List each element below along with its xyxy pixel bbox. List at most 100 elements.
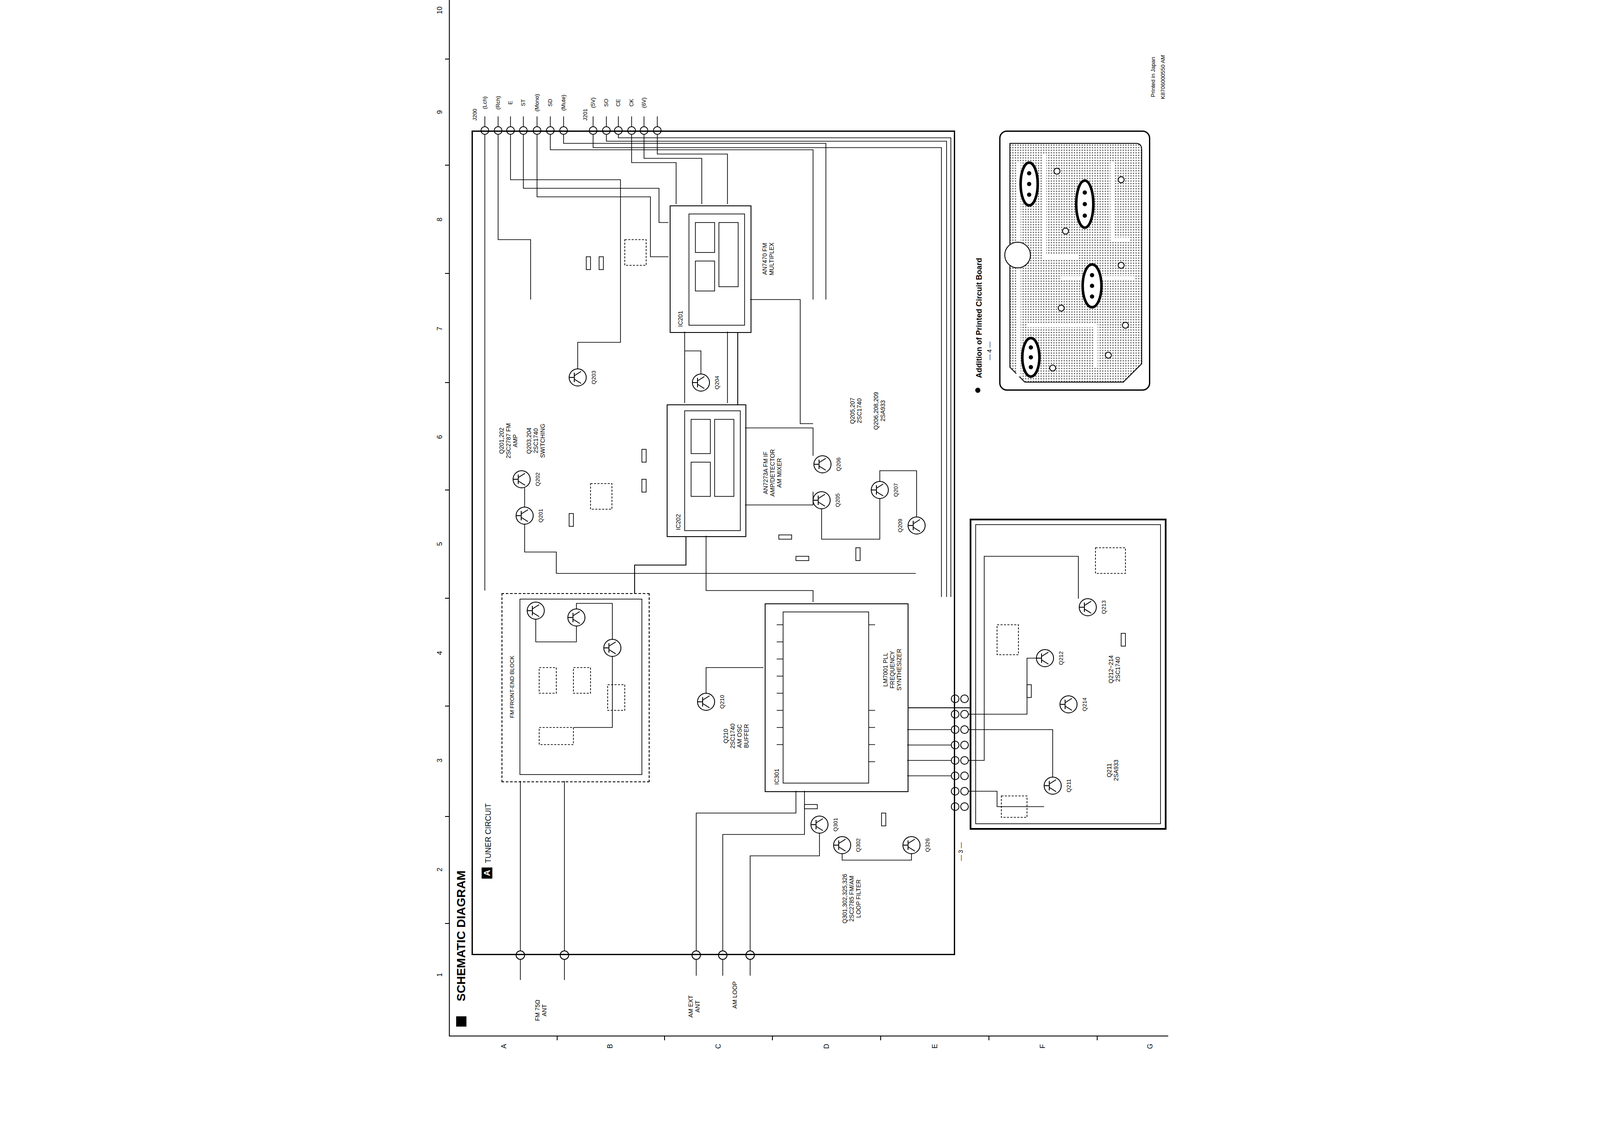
ic-body <box>975 524 1161 824</box>
terminal-label: FM 75Ω ANT <box>534 996 548 1025</box>
pin-label: SO <box>603 97 610 108</box>
page-number: — 4 — <box>985 340 993 362</box>
pin-label: CK <box>628 97 636 108</box>
connector-pin <box>951 756 959 765</box>
pcb-artwork <box>1004 242 1031 268</box>
pcb-artwork <box>1018 154 1134 377</box>
ic-body <box>695 222 715 253</box>
transistor-symbol <box>603 639 621 657</box>
grid-reference: B <box>606 1043 615 1050</box>
heading-bullet <box>975 387 981 393</box>
pcb-artwork <box>1089 283 1095 288</box>
coil-symbol <box>997 624 1019 655</box>
resistor-symbol <box>641 449 647 463</box>
callout-number: Q207 <box>893 482 900 498</box>
connector-pin <box>960 741 969 749</box>
pin-label: E <box>507 100 514 106</box>
wire <box>520 780 565 951</box>
grid-reference: 2 <box>436 866 444 873</box>
wire <box>524 524 557 574</box>
connector-pin <box>960 802 969 811</box>
wire <box>556 572 916 574</box>
transistor-symbol <box>513 470 531 488</box>
coil-symbol <box>539 727 574 745</box>
pin-label: CE <box>615 97 622 108</box>
connector-pin <box>951 694 959 703</box>
wire <box>498 134 531 300</box>
ic-body <box>695 261 715 291</box>
part-note: Q211 2SA933 <box>1105 754 1120 787</box>
callout-number: Q203 <box>590 369 598 386</box>
transistor-symbol <box>569 368 587 386</box>
wire <box>842 853 912 861</box>
pin-label: (Lch) <box>481 95 489 110</box>
grid-ruler <box>445 0 1169 1041</box>
transistor-symbol <box>813 491 831 509</box>
pcb-artwork <box>1022 338 1040 377</box>
wire <box>484 116 1079 980</box>
grid-ruler <box>445 59 450 924</box>
grid-reference: 5 <box>436 541 444 547</box>
connector-pin <box>691 950 701 960</box>
callout-number: Q301 <box>832 816 840 833</box>
print-note: Printed in Japan <box>1150 56 1157 98</box>
callout-number: Q210 <box>719 694 726 710</box>
pin-label: (Rch) <box>495 94 502 111</box>
ic-reference: IC201 <box>676 309 684 328</box>
wire <box>821 498 880 540</box>
wire <box>631 134 677 205</box>
connector-pin <box>951 787 959 796</box>
connector-pin <box>960 710 969 719</box>
resistor-symbol <box>569 513 574 527</box>
connector-pin <box>951 710 959 719</box>
wire <box>644 134 702 205</box>
transistor-symbol <box>1059 695 1078 713</box>
transistor-symbol <box>567 608 585 627</box>
resistor-symbol <box>641 479 647 493</box>
pin-label: (5V) <box>590 96 597 110</box>
wire <box>550 134 814 300</box>
pcb-artwork <box>1009 143 1142 383</box>
pcb-artwork <box>1105 352 1112 359</box>
wire <box>484 116 658 127</box>
grid-reference: 6 <box>436 434 444 440</box>
part-note: Q205,207 2SC1740 <box>848 390 863 431</box>
grid-reference: 4 <box>436 650 444 657</box>
callout-number: Q211 <box>1065 778 1073 794</box>
pcb-artwork <box>1089 273 1095 278</box>
pcb-artwork <box>1027 192 1032 197</box>
ic-body <box>688 213 745 326</box>
ic-body <box>684 410 741 531</box>
pcb-artwork <box>1028 365 1034 370</box>
ic-box: IC301LM7001 PLL FREQUENCY SYNTHESIZER <box>764 603 909 793</box>
callout-number: Q214 <box>1081 696 1089 713</box>
coil-symbol <box>624 239 647 266</box>
pcb-artwork <box>1027 171 1032 176</box>
ic-body <box>714 419 734 497</box>
wire <box>563 134 826 300</box>
transistor-symbol <box>813 455 832 473</box>
grid-reference: 9 <box>436 109 444 116</box>
pcb-view: Addition of Printed Circuit Board <box>999 130 1151 391</box>
pin-label: (Mute) <box>560 93 567 112</box>
callout-number: Q205 <box>834 492 842 508</box>
transistor-symbol <box>516 507 534 525</box>
terminal-label: AM EXT ANT <box>687 992 701 1021</box>
callout-number: Q212 <box>1058 650 1065 666</box>
pcb-artwork <box>1028 345 1034 350</box>
wire <box>520 959 751 980</box>
connector-pin <box>951 802 959 811</box>
ic-body <box>776 624 876 762</box>
transistor-symbol <box>810 816 829 834</box>
resistor-symbol <box>804 804 818 809</box>
resistor-symbol <box>599 256 604 270</box>
coil-symbol <box>539 667 557 694</box>
pcb-artwork <box>1020 162 1038 206</box>
wire <box>968 729 1053 778</box>
pcb-artwork <box>1082 201 1087 207</box>
callout-number: Q302 <box>855 837 862 853</box>
wire <box>968 658 1037 715</box>
part-note: Q210 2SC1740 AM OSC BUFFER <box>722 718 750 754</box>
part-note: Q301,302,325,326 2SC2785 FM/AM LOOP FILT… <box>841 867 862 930</box>
transistor-symbol <box>871 481 889 499</box>
